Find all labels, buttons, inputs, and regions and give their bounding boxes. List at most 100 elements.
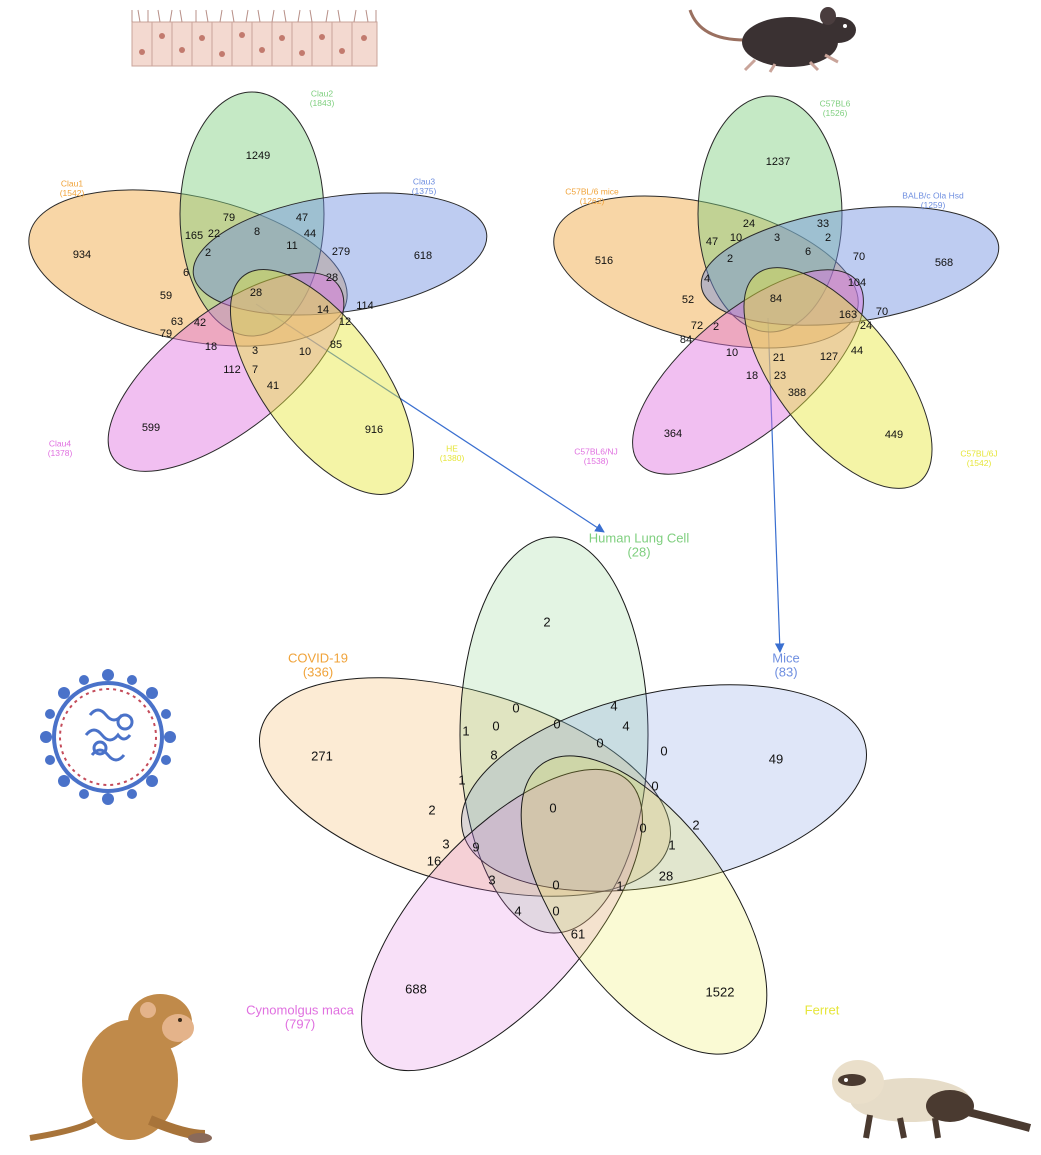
bt-region-value: 0	[596, 735, 603, 750]
bt-set-blue-name: Mice	[772, 650, 799, 665]
tr-region-value: 388	[788, 387, 806, 399]
tl-region-value: 47	[296, 212, 308, 224]
tr-region-value: 18	[746, 370, 758, 382]
bt-region-value: 0	[549, 800, 556, 815]
tl-region-value: 1249	[246, 150, 270, 162]
bt-region-value: 0	[660, 743, 667, 758]
bt-region-value: 4	[610, 698, 617, 713]
tl-region-value: 14	[317, 304, 329, 316]
bt-set-magenta-ellipse	[361, 768, 643, 1072]
tl-region-value: 79	[223, 212, 235, 224]
mouse-icon	[688, 7, 856, 73]
tr-set-magenta-count: (1538)	[584, 456, 609, 466]
tr-set-blue-name: BALB/c Ola Hsd	[902, 190, 964, 200]
bt-region-value: 688	[405, 981, 427, 996]
bt-region-value: 9	[472, 839, 479, 854]
tr-region-value: 10	[726, 347, 738, 359]
tr-region-value: 52	[682, 294, 694, 306]
tr-region-value: 44	[851, 345, 863, 357]
bt-set-green-count: (28)	[627, 544, 650, 559]
tl-region-value: 28	[250, 287, 262, 299]
tr-set-yellow-count: (1542)	[967, 458, 992, 468]
tl-region-value: 7	[252, 364, 258, 376]
tl-region-value: 114	[356, 300, 374, 312]
bt-region-value: 0	[639, 820, 646, 835]
tl-region-value: 6	[183, 267, 189, 279]
tr-region-value: 163	[839, 309, 857, 321]
bt-region-value: 271	[311, 748, 333, 763]
tr-set-yellow-ellipse	[743, 267, 933, 489]
tl-set-blue-count: (1375)	[412, 186, 437, 196]
tl-set-magenta-ellipse	[107, 272, 345, 472]
tl-region-value: 916	[365, 424, 383, 436]
tl-set-blue-name: Clau3	[413, 176, 435, 186]
tr-region-value: 364	[664, 428, 682, 440]
tr-region-value: 23	[774, 370, 786, 382]
tr-region-value: 47	[706, 236, 718, 248]
tl-region-value: 12	[339, 316, 351, 328]
tr-set-green-count: (1526)	[823, 108, 848, 118]
bt-region-value: 4	[622, 718, 629, 733]
tl-set-yellow-name: HE	[446, 443, 458, 453]
tr-region-value: 4	[704, 273, 710, 285]
bt-region-value: 49	[769, 751, 783, 766]
tr-set-yellow-name: C57BL/6J	[960, 448, 997, 458]
bt-region-value: 61	[571, 926, 585, 941]
tr-region-value: 3	[774, 232, 780, 244]
tr-region-value: 70	[876, 306, 888, 318]
tl-set-magenta-name: Clau4	[49, 438, 71, 448]
bt-region-value: 1522	[706, 984, 735, 999]
bt-region-value: 0	[552, 903, 559, 918]
tl-region-value: 42	[194, 317, 206, 329]
bt-region-value: 28	[659, 868, 673, 883]
connector-arrows	[255, 303, 785, 653]
bt-region-value: 0	[552, 877, 559, 892]
tl-region-value: 112	[223, 364, 241, 376]
tr-set-green-name: C57BL6	[820, 98, 851, 108]
tr-set-blue-count: (1259)	[921, 200, 946, 210]
tr-set-orange-count: (1262)	[580, 196, 605, 206]
tl-region-value: 79	[160, 328, 172, 340]
bt-region-value: 1	[458, 772, 465, 787]
tr-region-value: 1237	[766, 156, 790, 168]
tr-region-value: 24	[743, 218, 755, 230]
tl-region-value: 165	[185, 230, 203, 242]
tr-region-value: 104	[848, 277, 866, 289]
tl-region-value: 279	[332, 246, 350, 258]
bt-set-green-name: Human Lung Cell	[589, 530, 690, 545]
bt-region-value: 3	[488, 872, 495, 887]
bt-set-orange-name: COVID-19	[288, 650, 348, 665]
tl-set-yellow-count: (1380)	[440, 453, 465, 463]
bt-set-orange-ellipse	[259, 677, 671, 897]
bt-set-blue-count: (83)	[774, 664, 797, 679]
bt-set-blue-ellipse	[461, 684, 867, 892]
tl-region-value: 8	[254, 226, 260, 238]
bt-set-yellow-name: Ferret	[805, 1002, 840, 1017]
bt-region-value: 0	[553, 716, 560, 731]
tl-region-value: 599	[142, 422, 160, 434]
tl-region-value: 41	[267, 380, 279, 392]
tl-region-value: 59	[160, 290, 172, 302]
tr-region-value: 568	[935, 257, 953, 269]
bt-region-value: 0	[512, 700, 519, 715]
tl-region-value: 85	[330, 339, 342, 351]
tr-region-value: 21	[773, 352, 785, 364]
tr-region-value: 33	[817, 218, 829, 230]
tl-region-value: 63	[171, 316, 183, 328]
tl-region-value: 28	[326, 272, 338, 284]
bt-region-value: 2	[692, 817, 699, 832]
tr-region-value: 72	[691, 320, 703, 332]
bt-set-magenta-name: Cynomolgus maca	[246, 1002, 354, 1017]
monkey-icon	[29, 994, 212, 1143]
bt-region-value: 8	[490, 747, 497, 762]
tr-region-value: 2	[713, 321, 719, 333]
virus-icon	[40, 669, 176, 805]
tl-region-value: 3	[252, 345, 258, 357]
tr-region-value: 6	[805, 246, 811, 258]
tl-region-value: 22	[208, 228, 220, 240]
tr-region-value: 2	[825, 232, 831, 244]
bt-region-value: 1	[462, 723, 469, 738]
